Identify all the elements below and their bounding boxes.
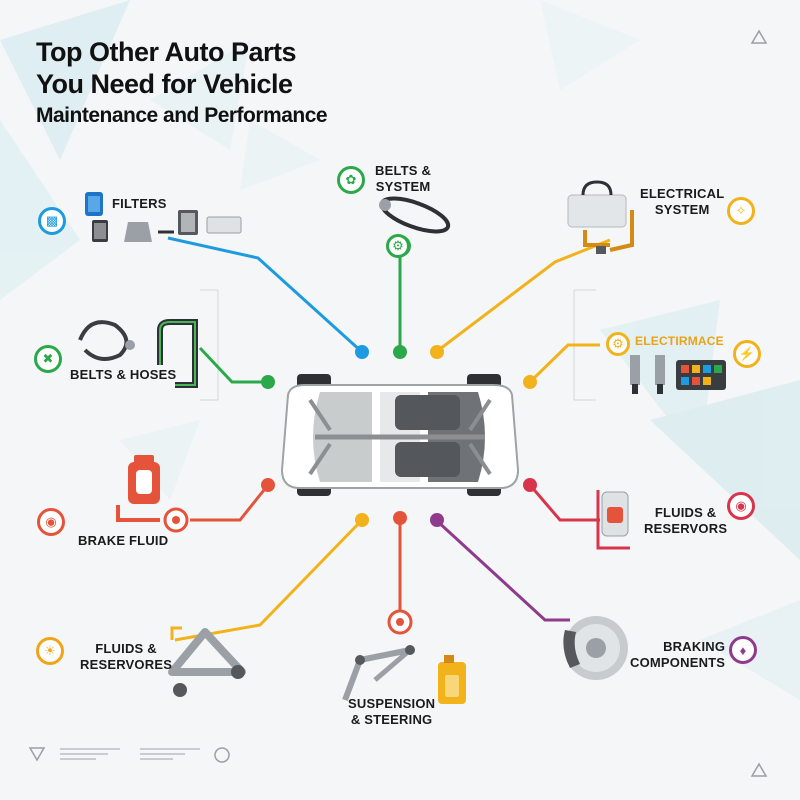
title-line-1: Top Other Auto Parts bbox=[36, 37, 297, 67]
label-fluids-reservors: FLUIDS & RESERVORS bbox=[644, 505, 727, 537]
filter-icon: ▩ bbox=[38, 207, 66, 235]
shield-icon: ♦ bbox=[729, 636, 757, 664]
leaf-icon: ✿ bbox=[337, 166, 365, 194]
label-brake-fluid: BRAKE FLUID bbox=[78, 533, 169, 548]
label-suspension-line-1: SUSPENSION bbox=[348, 696, 436, 711]
connector-dots bbox=[261, 345, 537, 527]
corner-triangle-bottom-left bbox=[28, 747, 46, 762]
connector-electrimace bbox=[528, 343, 600, 384]
corner-circle-bottom bbox=[214, 747, 230, 763]
label-fluids-right-line-1: FLUIDS & bbox=[654, 505, 717, 520]
connector-filters bbox=[167, 236, 364, 354]
suspension-parts bbox=[342, 609, 466, 704]
bottle-icon: ◉ bbox=[727, 492, 755, 520]
footer-fineprint-1 bbox=[60, 745, 120, 763]
car-top-view bbox=[280, 374, 520, 496]
label-braking-components: BRAKING COMPONENTS bbox=[630, 639, 725, 671]
corner-triangle-top bbox=[750, 29, 768, 44]
label-belts-system-line-1: BELTS & bbox=[375, 163, 432, 178]
label-belts-system-line-2: SYSTEM bbox=[375, 179, 431, 194]
brake-fluid-parts bbox=[116, 455, 189, 533]
lightning-icon: ⚡ bbox=[733, 340, 761, 368]
connector-braking bbox=[434, 518, 570, 622]
braking-parts bbox=[563, 616, 628, 680]
label-fluids-left-line-1: FLUIDS & bbox=[95, 641, 157, 656]
label-electrical-line-1: ELECTRICAL bbox=[640, 186, 725, 201]
label-electrical-system: ELECTRICAL SYSTEM bbox=[640, 186, 724, 218]
label-fluids-reservores: FLUIDS & RESERVORES bbox=[80, 641, 172, 673]
electrimace-parts bbox=[630, 355, 726, 394]
connector-lines bbox=[167, 236, 611, 642]
connector-electrical bbox=[435, 238, 611, 354]
oil-can-icon: ☀ bbox=[36, 637, 64, 665]
label-filters: FILTERS bbox=[112, 196, 167, 211]
fluids-left-parts bbox=[168, 626, 246, 697]
connector-fluids-left bbox=[174, 518, 364, 642]
label-electrical-line-2: SYSTEM bbox=[654, 202, 710, 217]
label-suspension-line-2: & STEERING bbox=[350, 712, 433, 727]
title-line-3: Maintenance and Performance bbox=[36, 104, 328, 127]
label-fluids-left-line-2: RESERVORES bbox=[80, 657, 173, 672]
label-suspension-steering: SUSPENSION & STEERING bbox=[348, 696, 435, 728]
electrical-parts bbox=[567, 180, 634, 254]
fan-icon: ✧ bbox=[727, 197, 755, 225]
label-braking-line-1: BRAKING bbox=[663, 639, 726, 654]
connector-belts-hoses bbox=[198, 346, 268, 384]
gear-icon: ⚙ bbox=[386, 234, 410, 258]
wrench-icon: ✖ bbox=[34, 345, 62, 373]
fluids-right-parts bbox=[596, 490, 630, 550]
label-belts-system: BELTS & SYSTEM bbox=[375, 163, 431, 195]
gear-icon: ⚙ bbox=[606, 332, 630, 356]
label-electrimace: ELECTIRMACE bbox=[635, 334, 724, 348]
label-fluids-right-line-2: RESERVORS bbox=[644, 521, 728, 536]
connector-fluids-right bbox=[528, 484, 600, 522]
belts-hoses-parts bbox=[78, 319, 198, 388]
filters-parts bbox=[85, 192, 242, 242]
label-braking-line-2: COMPONENTS bbox=[630, 655, 726, 670]
bottle-icon: ◉ bbox=[37, 508, 65, 536]
connector-brake-fluid bbox=[190, 484, 270, 522]
background-triangles bbox=[0, 0, 800, 700]
page-title: Top Other Auto Parts You Need for Vehicl… bbox=[36, 36, 328, 132]
corner-triangle-bottom-right bbox=[750, 762, 768, 777]
title-line-2: You Need for Vehicle bbox=[36, 69, 293, 99]
label-belts-hoses: BELTS & HOSES bbox=[70, 367, 177, 382]
footer-fineprint-2 bbox=[140, 745, 200, 763]
